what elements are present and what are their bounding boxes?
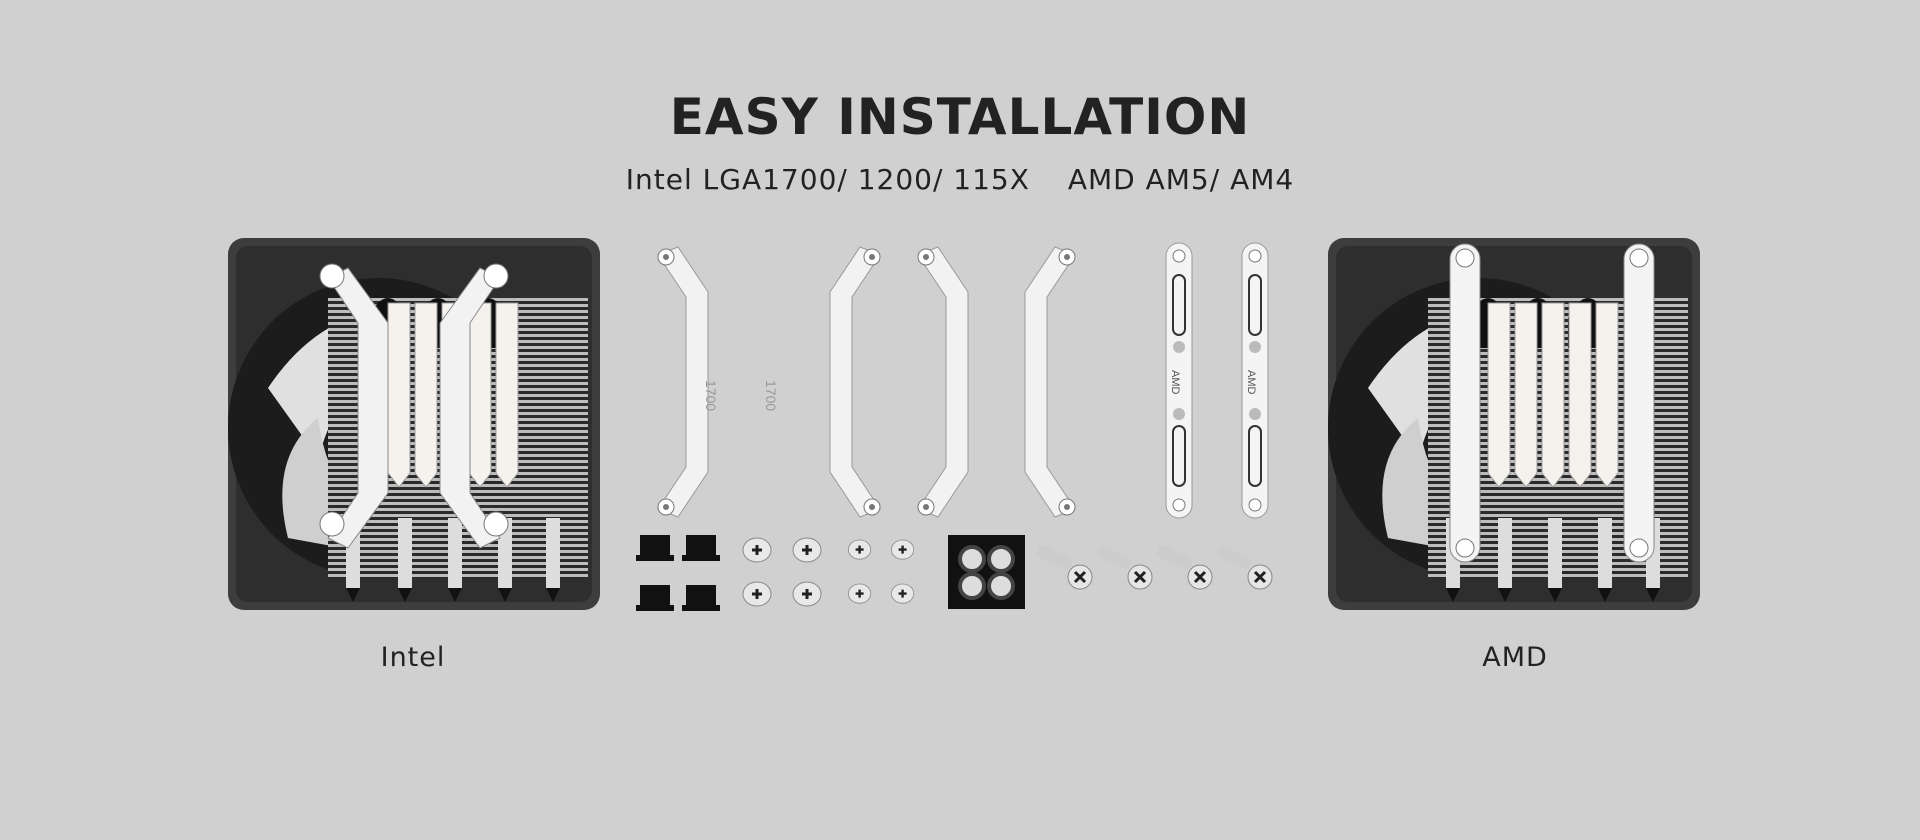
amd-compat: AMD AM5/ AM4 bbox=[1067, 163, 1295, 196]
standoff-nuts bbox=[636, 535, 720, 611]
long-mounting-screws bbox=[1034, 542, 1274, 591]
intel-bracket-left bbox=[657, 246, 709, 518]
intel-compat: Intel LGA1700/ 1200/ 115X bbox=[625, 163, 1030, 196]
bracket-marking-amd-right: AMD bbox=[1245, 370, 1257, 395]
amd-bracket-curved-left bbox=[917, 246, 969, 518]
page-title: EASY INSTALLATION bbox=[669, 88, 1251, 146]
bracket-marking-amd: AMD bbox=[1169, 370, 1181, 395]
bracket-marking-1700-right: 1700 bbox=[763, 380, 779, 411]
intel-bracket-right bbox=[829, 246, 881, 518]
compatibility-subtitle: Intel LGA1700/ 1200/ 115X AMD AM5/ AM4 bbox=[0, 163, 1920, 196]
intel-cooler-image bbox=[227, 237, 601, 611]
thumb-screws bbox=[741, 536, 915, 608]
amd-cooler-image bbox=[1327, 237, 1701, 611]
backplate-insulator bbox=[948, 535, 1025, 609]
amd-label: AMD bbox=[1482, 642, 1548, 673]
amd-bracket-curved-right bbox=[1024, 246, 1076, 518]
intel-label: Intel bbox=[380, 642, 446, 673]
bracket-marking-1700: 1700 bbox=[703, 380, 719, 411]
